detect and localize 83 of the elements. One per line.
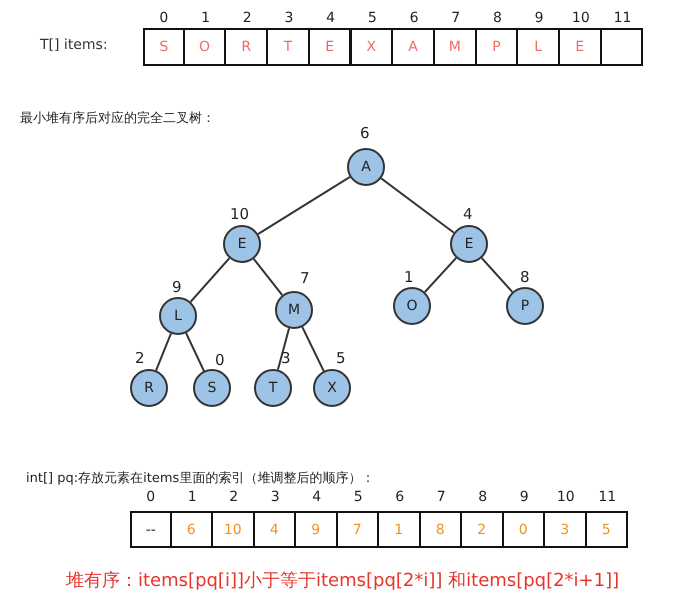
tree-node-circle: O (393, 287, 431, 325)
array-cell: 9 (294, 511, 338, 548)
index-number: 6 (360, 125, 370, 141)
index-number: 6 (408, 10, 420, 26)
array-cell: L (516, 28, 560, 66)
array-cell: A (391, 28, 435, 66)
array-cell: 5 (584, 511, 628, 548)
array-cell: 7 (336, 511, 379, 548)
index-number: 11 (597, 489, 618, 505)
tree-edge (185, 332, 205, 372)
index-number: 4 (325, 10, 336, 26)
array-label: int[] pq:存放元素在items里面的索引（堆调整后的顺序）： (26, 470, 374, 487)
tree-node-circle: T (254, 369, 292, 407)
index-number: 7 (436, 489, 447, 505)
index-number: 10 (556, 489, 576, 505)
tree-node-circle: M (275, 291, 313, 329)
index-number: 7 (450, 10, 462, 26)
tree-edge (252, 258, 284, 296)
array-cell: 8 (418, 511, 462, 548)
index-number: 5 (366, 10, 378, 26)
array-cell: -- (130, 511, 172, 548)
index-number: 0 (145, 489, 156, 505)
index-number: 2 (242, 10, 253, 26)
heap-order-formula: 堆有序：items[pq[i]]小于等于items[pq[2*i]] 和items[pq[2*i+1]] (66, 569, 620, 592)
index-number: 9 (518, 489, 530, 505)
index-number: 6 (394, 489, 406, 505)
index-number: 11 (612, 10, 632, 26)
array-cell: 0 (502, 511, 545, 548)
section-heading: 最小堆有序后对应的完全二叉树： (20, 110, 215, 127)
tree-edge (190, 258, 230, 302)
array-cell: 6 (170, 511, 213, 548)
array-cell: 3 (543, 511, 586, 548)
tree-node-circle: R (130, 369, 168, 407)
index-number: 1 (186, 489, 198, 505)
tree-node-circle: L (159, 297, 197, 335)
tree-node-circle: E (223, 225, 261, 263)
index-number: 8 (520, 269, 530, 285)
tree-node-circle: P (506, 287, 544, 325)
tree-edge (258, 176, 350, 235)
tree-node-circle: S (193, 369, 231, 407)
index-number: 3 (281, 350, 291, 366)
index-number: 5 (352, 489, 364, 505)
index-number: 8 (492, 10, 503, 26)
array-cell: O (182, 28, 226, 66)
tree-edge (301, 326, 325, 372)
array-label: T[] items: (40, 37, 108, 53)
tree-node-circle: E (450, 225, 488, 263)
index-number: 1 (200, 10, 211, 26)
index-number: 3 (270, 489, 281, 505)
index-number: 10 (230, 206, 250, 222)
array-cell: E (558, 28, 602, 66)
index-number: 10 (570, 10, 591, 26)
index-number: 9 (172, 279, 182, 295)
tree-node-circle: A (347, 148, 385, 186)
array-cell: 1 (377, 511, 420, 548)
index-number: 3 (283, 10, 294, 26)
tree-edge (481, 257, 513, 293)
index-number: 8 (477, 489, 488, 505)
index-number: 2 (135, 350, 145, 366)
array-cell: P (474, 28, 518, 66)
array-cell: S (143, 28, 185, 66)
index-number: 1 (404, 269, 414, 285)
array-cell: 10 (211, 511, 254, 548)
index-number: 4 (311, 489, 322, 505)
tree-edge (424, 257, 457, 293)
array-cell: R (224, 28, 268, 66)
array-cell: 4 (252, 511, 296, 548)
index-number: 7 (300, 270, 310, 286)
tree-edge (276, 328, 290, 370)
index-number: 9 (534, 10, 545, 26)
array-cell: E (308, 28, 352, 66)
array-cell: 2 (460, 511, 504, 548)
index-number: 0 (158, 10, 170, 26)
tree-node-circle: X (313, 369, 351, 407)
index-number: 2 (228, 489, 240, 505)
array-cell: T (266, 28, 310, 66)
index-number: 4 (463, 206, 473, 222)
index-number: 5 (336, 350, 346, 366)
array-cell: X (350, 28, 394, 66)
tree-edge (155, 333, 172, 371)
array-cell: M (432, 28, 477, 66)
index-number: 0 (215, 352, 225, 368)
tree-edge (380, 178, 454, 234)
